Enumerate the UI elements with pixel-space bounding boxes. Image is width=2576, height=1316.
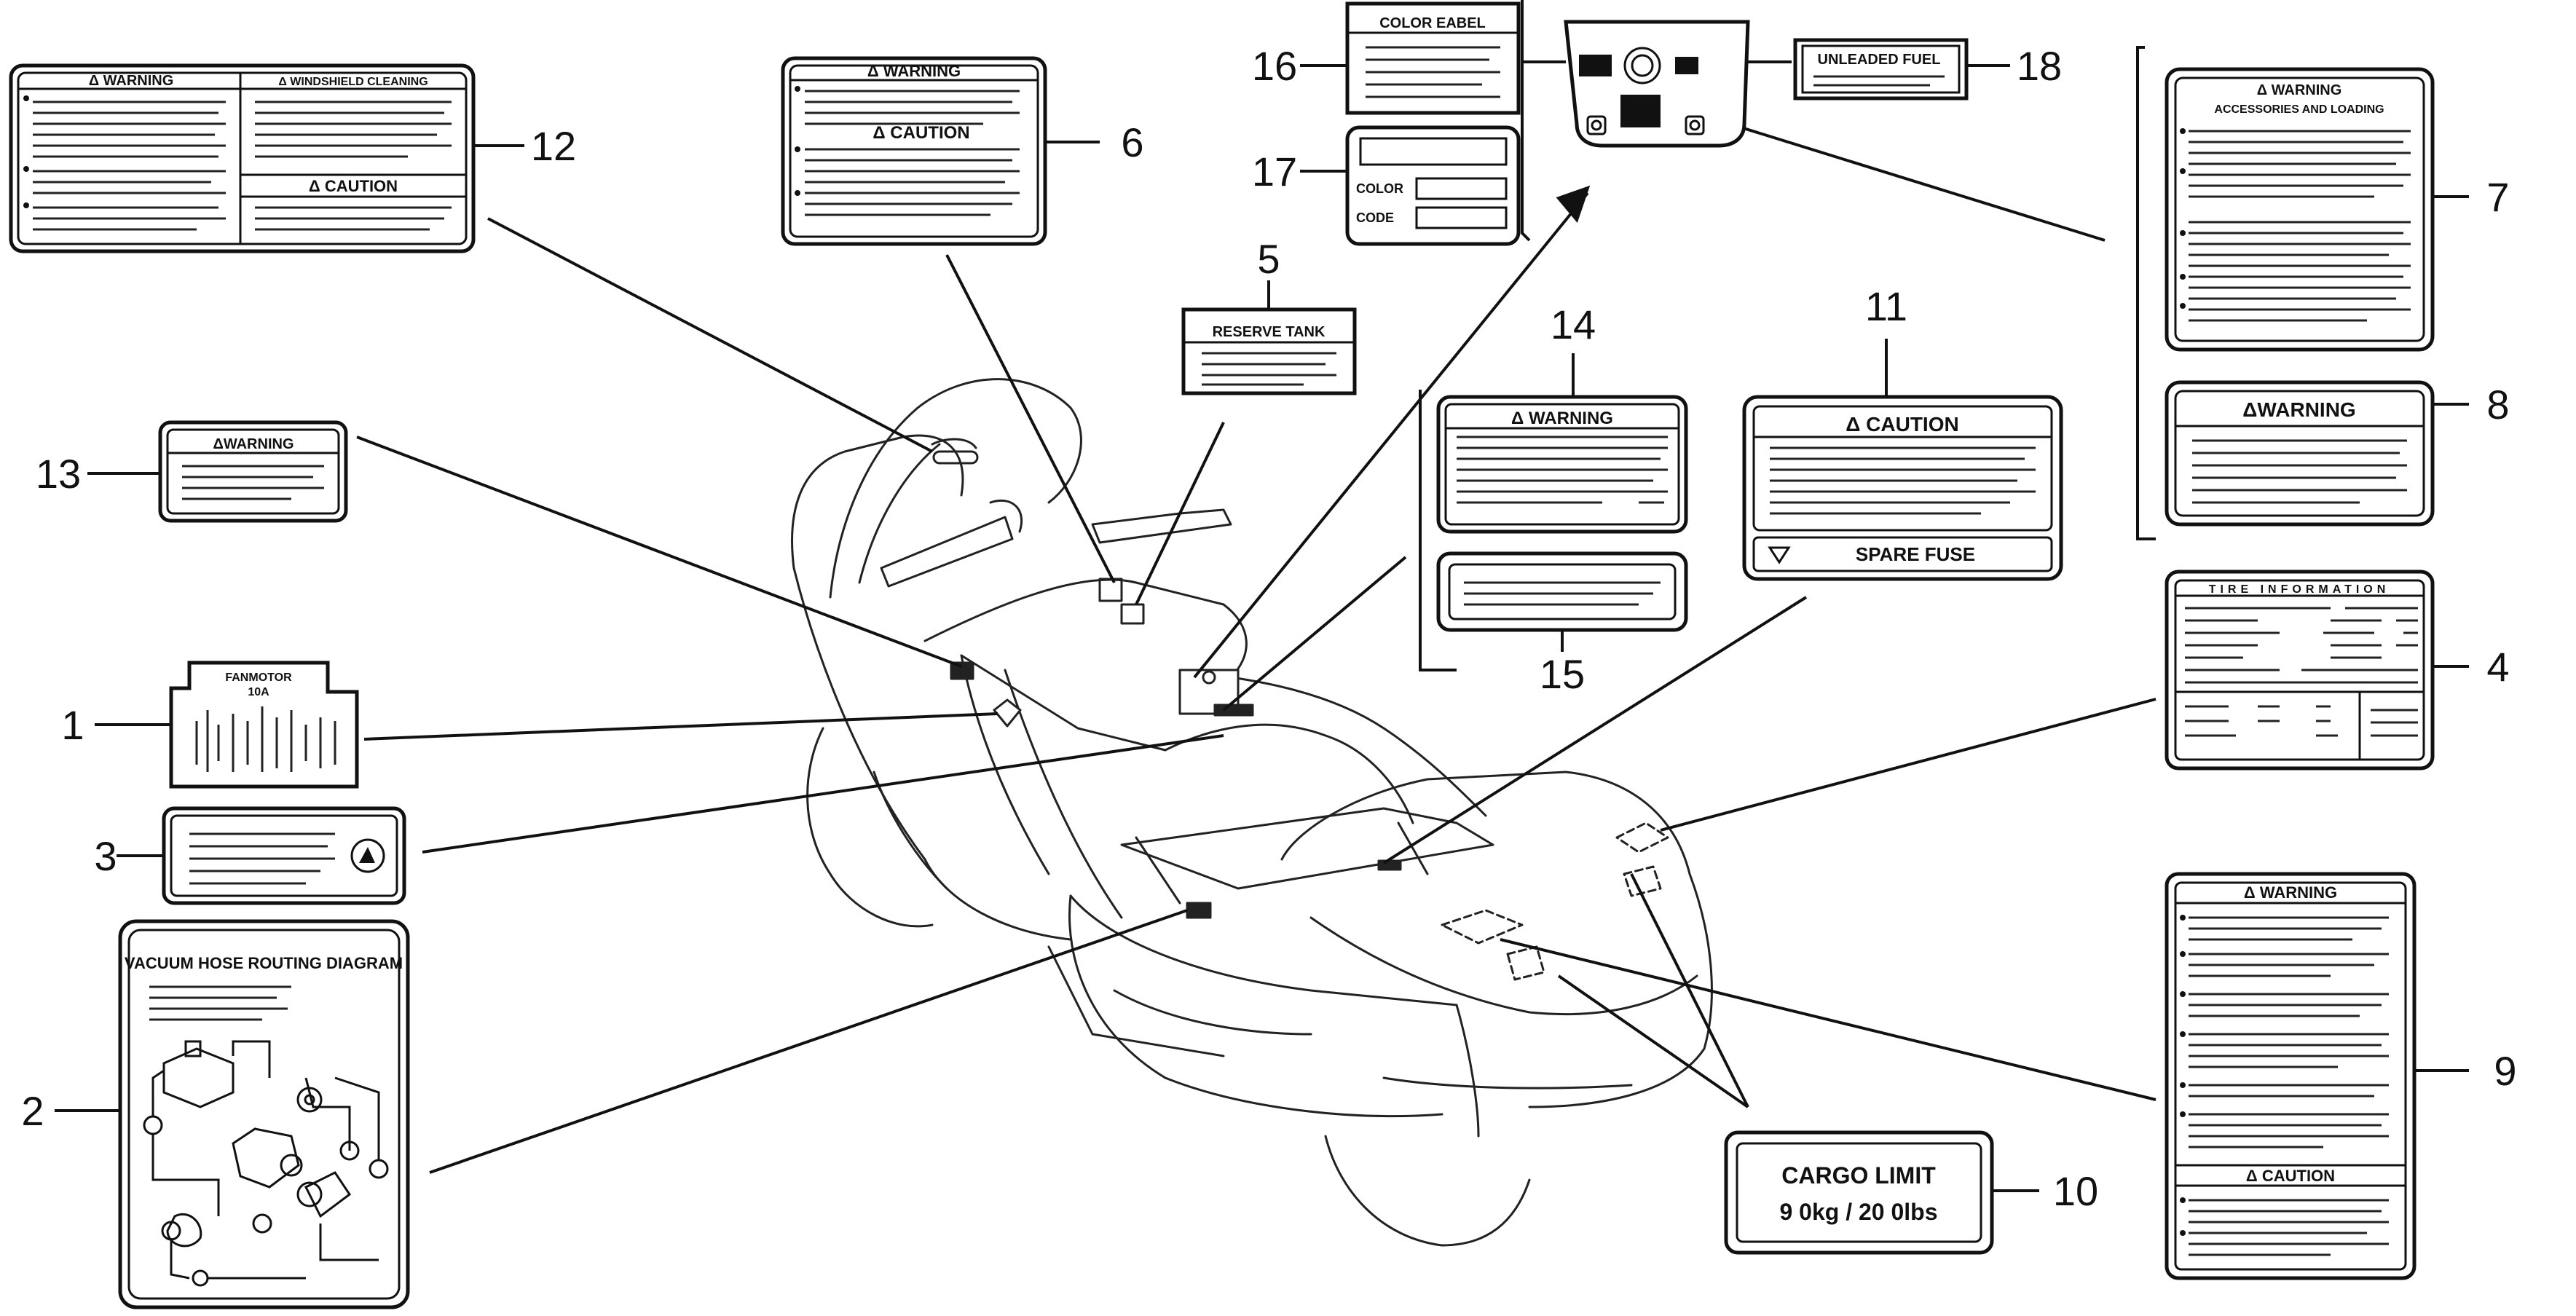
- label-5-reserve-tank: RESERVE TANK 5: [1181, 236, 1357, 395]
- label-2-vacuum-hose-diagram: VACUUM HOSE ROUTING DIAGRAM: [21, 919, 410, 1309]
- label-11-caution-spare-fuse: Δ CAUTION SPARE FUSE 11: [1742, 283, 2063, 581]
- label-11-subtitle: SPARE FUSE: [1856, 543, 1975, 565]
- label-17-number: 17: [1252, 149, 1297, 194]
- label-12-title: Δ WARNING: [89, 73, 174, 89]
- label-12-warning-windshield-caution: Δ WARNING Δ WINDSHIELD CLEANING Δ CAUTIO…: [9, 63, 576, 253]
- label-10-cargo-limit: CARGO LIMIT 9 0kg / 20 0lbs 10: [1724, 1130, 2098, 1255]
- label-18-title: UNLEADED FUEL: [1818, 52, 1941, 68]
- label-9-subtitle: Δ CAUTION: [2246, 1167, 2335, 1185]
- label-13-number: 13: [36, 451, 81, 497]
- label-17-line2: CODE: [1356, 210, 1394, 225]
- label-3-number: 3: [94, 833, 117, 879]
- label-7-number: 7: [2486, 174, 2509, 220]
- label-7-warning-accessories-loading: Δ WARNING ACCESSORIES AND LOADING 7: [2165, 67, 2510, 352]
- label-7-subtitle: ACCESSORIES AND LOADING: [2214, 103, 2384, 116]
- label-14-title: Δ WARNING: [1511, 409, 1613, 428]
- label-13-title: ΔWARNING: [213, 436, 294, 452]
- label-18-number: 18: [2017, 43, 2062, 89]
- label-1-line1: FANMOTOR: [225, 671, 292, 684]
- label-11-number: 11: [1865, 283, 1907, 329]
- label-9-number: 9: [2494, 1048, 2516, 1094]
- label-16-color-label: COLOR EABEL 16: [1252, 1, 1521, 115]
- label-13-warning: ΔWARNING 13: [36, 420, 348, 523]
- label-15-sticker: 15: [1436, 551, 1688, 697]
- label-4-number: 4: [2486, 644, 2509, 690]
- label-7-title: Δ WARNING: [2257, 82, 2342, 98]
- label-15-number: 15: [1540, 651, 1585, 697]
- label-16-number: 16: [1252, 43, 1297, 89]
- label-12-title2: Δ WINDSHIELD CLEANING: [278, 76, 428, 88]
- label-2-title: VACUUM HOSE ROUTING DIAGRAM: [125, 954, 403, 972]
- label-17-line1: COLOR: [1356, 181, 1403, 196]
- label-3-sticker: 3: [94, 806, 406, 905]
- label-1-fanmotor: FANMOTOR 10A 1: [61, 661, 359, 789]
- label-17-color-code: COLOR CODE 17: [1252, 125, 1521, 246]
- label-8-warning: ΔWARNING 8: [2165, 380, 2510, 527]
- label-1-line2: 10A: [248, 686, 269, 698]
- leader-lines: [356, 108, 2156, 1174]
- label-5-number: 5: [1257, 236, 1280, 282]
- label-9-title: Δ WARNING: [2244, 883, 2337, 902]
- label-4-title: TIRE INFORMATION: [2209, 583, 2390, 596]
- label-12-number: 12: [531, 123, 576, 169]
- label-6-warning-caution: Δ WARNING Δ CAUTION 6: [781, 56, 1144, 246]
- label-6-number: 6: [1121, 119, 1143, 165]
- label-14-warning: Δ WARNING 14: [1436, 302, 1688, 534]
- label-2-number: 2: [21, 1088, 44, 1134]
- label-10-line1: CARGO LIMIT: [1781, 1162, 1936, 1189]
- label-1-number: 1: [61, 702, 84, 748]
- label-12-subtitle: Δ CAUTION: [309, 177, 398, 195]
- label-4-tire-information: TIRE INFORMATION 4: [2165, 570, 2510, 771]
- label-14-number: 14: [1551, 302, 1596, 347]
- label-8-number: 8: [2486, 382, 2509, 427]
- label-10-number: 10: [2053, 1168, 2098, 1214]
- label-6-title: Δ WARNING: [867, 62, 961, 80]
- fuel-lid-plate: [1522, 20, 1792, 148]
- label-10-line2: 9 0kg / 20 0lbs: [1779, 1199, 1937, 1225]
- label-5-title: RESERVE TANK: [1213, 324, 1326, 340]
- label-11-title: Δ CAUTION: [1846, 413, 1958, 436]
- label-18-unleaded-fuel: UNLEADED FUEL 18: [1793, 38, 2062, 101]
- label-9-warning-caution: Δ WARNING Δ CAUTION 9: [2165, 872, 2517, 1280]
- label-6-subtitle: Δ CAUTION: [873, 123, 969, 143]
- label-8-title: ΔWARNING: [2242, 398, 2355, 421]
- motorcycle-outline: [791, 378, 1713, 1247]
- label-16-title: COLOR EABEL: [1379, 15, 1486, 31]
